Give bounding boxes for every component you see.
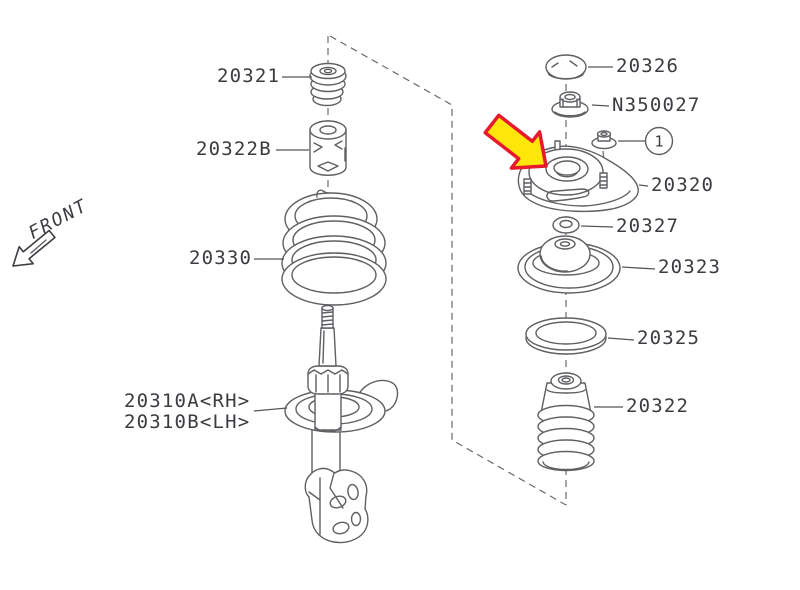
label-20322: 20322 bbox=[626, 395, 690, 417]
part-callout-nut bbox=[591, 130, 617, 150]
boundary-dashed-line bbox=[329, 35, 567, 506]
callout-1-circle: 1 bbox=[644, 126, 674, 156]
part-20322-dust-boot bbox=[537, 372, 595, 472]
label-20326: 20326 bbox=[616, 55, 680, 77]
label-20310b-lh: 20310B<LH> bbox=[124, 411, 251, 433]
leader-20327 bbox=[580, 225, 614, 228]
part-20325-seat-rubber bbox=[525, 317, 607, 355]
leader-20320 bbox=[638, 184, 649, 187]
leader-lines bbox=[253, 66, 656, 412]
label-n350027: N350027 bbox=[612, 94, 701, 116]
part-20310-strut bbox=[284, 304, 399, 544]
part-20321-bump-stop bbox=[309, 62, 347, 107]
part-20327-washer bbox=[552, 216, 580, 234]
label-20322b: 20322B bbox=[196, 138, 272, 160]
front-indicator bbox=[12, 229, 56, 267]
leader-n350027 bbox=[591, 104, 610, 107]
label-20321: 20321 bbox=[217, 65, 281, 87]
part-20322b-spacer bbox=[309, 120, 347, 176]
leader-20323 bbox=[621, 266, 656, 270]
label-20325: 20325 bbox=[637, 327, 701, 349]
part-20320-strut-mount bbox=[517, 140, 639, 213]
highlight-arrow-icon bbox=[483, 113, 548, 170]
label-20327: 20327 bbox=[616, 215, 680, 237]
label-20310a-rh: 20310A<RH> bbox=[124, 390, 251, 412]
part-20326-cap bbox=[545, 54, 587, 80]
label-20330: 20330 bbox=[189, 247, 253, 269]
callout-1-number: 1 bbox=[654, 133, 663, 151]
part-20323-spring-seat-upper bbox=[517, 235, 621, 294]
front-arrow-icon bbox=[12, 229, 56, 267]
leader-20310 bbox=[253, 407, 288, 412]
leader-20325 bbox=[607, 337, 635, 341]
part-n350027-nut bbox=[551, 91, 589, 118]
label-20323: 20323 bbox=[658, 256, 722, 278]
label-20320: 20320 bbox=[651, 174, 715, 196]
part-20330-coil-spring bbox=[281, 189, 387, 306]
